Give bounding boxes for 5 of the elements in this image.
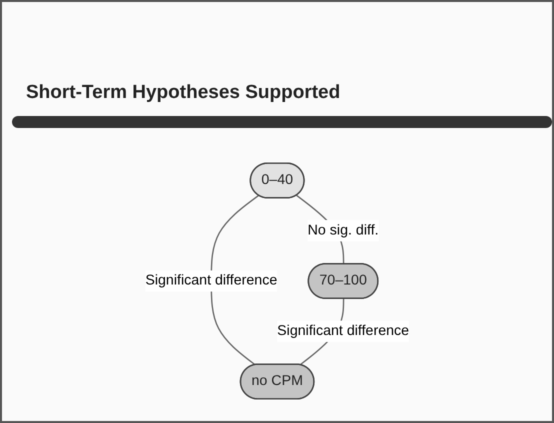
edge-label: No sig. diff. [307, 222, 378, 238]
connector [210, 194, 259, 365]
edge-label: Significant difference [145, 272, 278, 288]
edge-label: Significant difference [276, 322, 409, 338]
slide-title: Short-Term Hypotheses Supported [26, 82, 340, 104]
